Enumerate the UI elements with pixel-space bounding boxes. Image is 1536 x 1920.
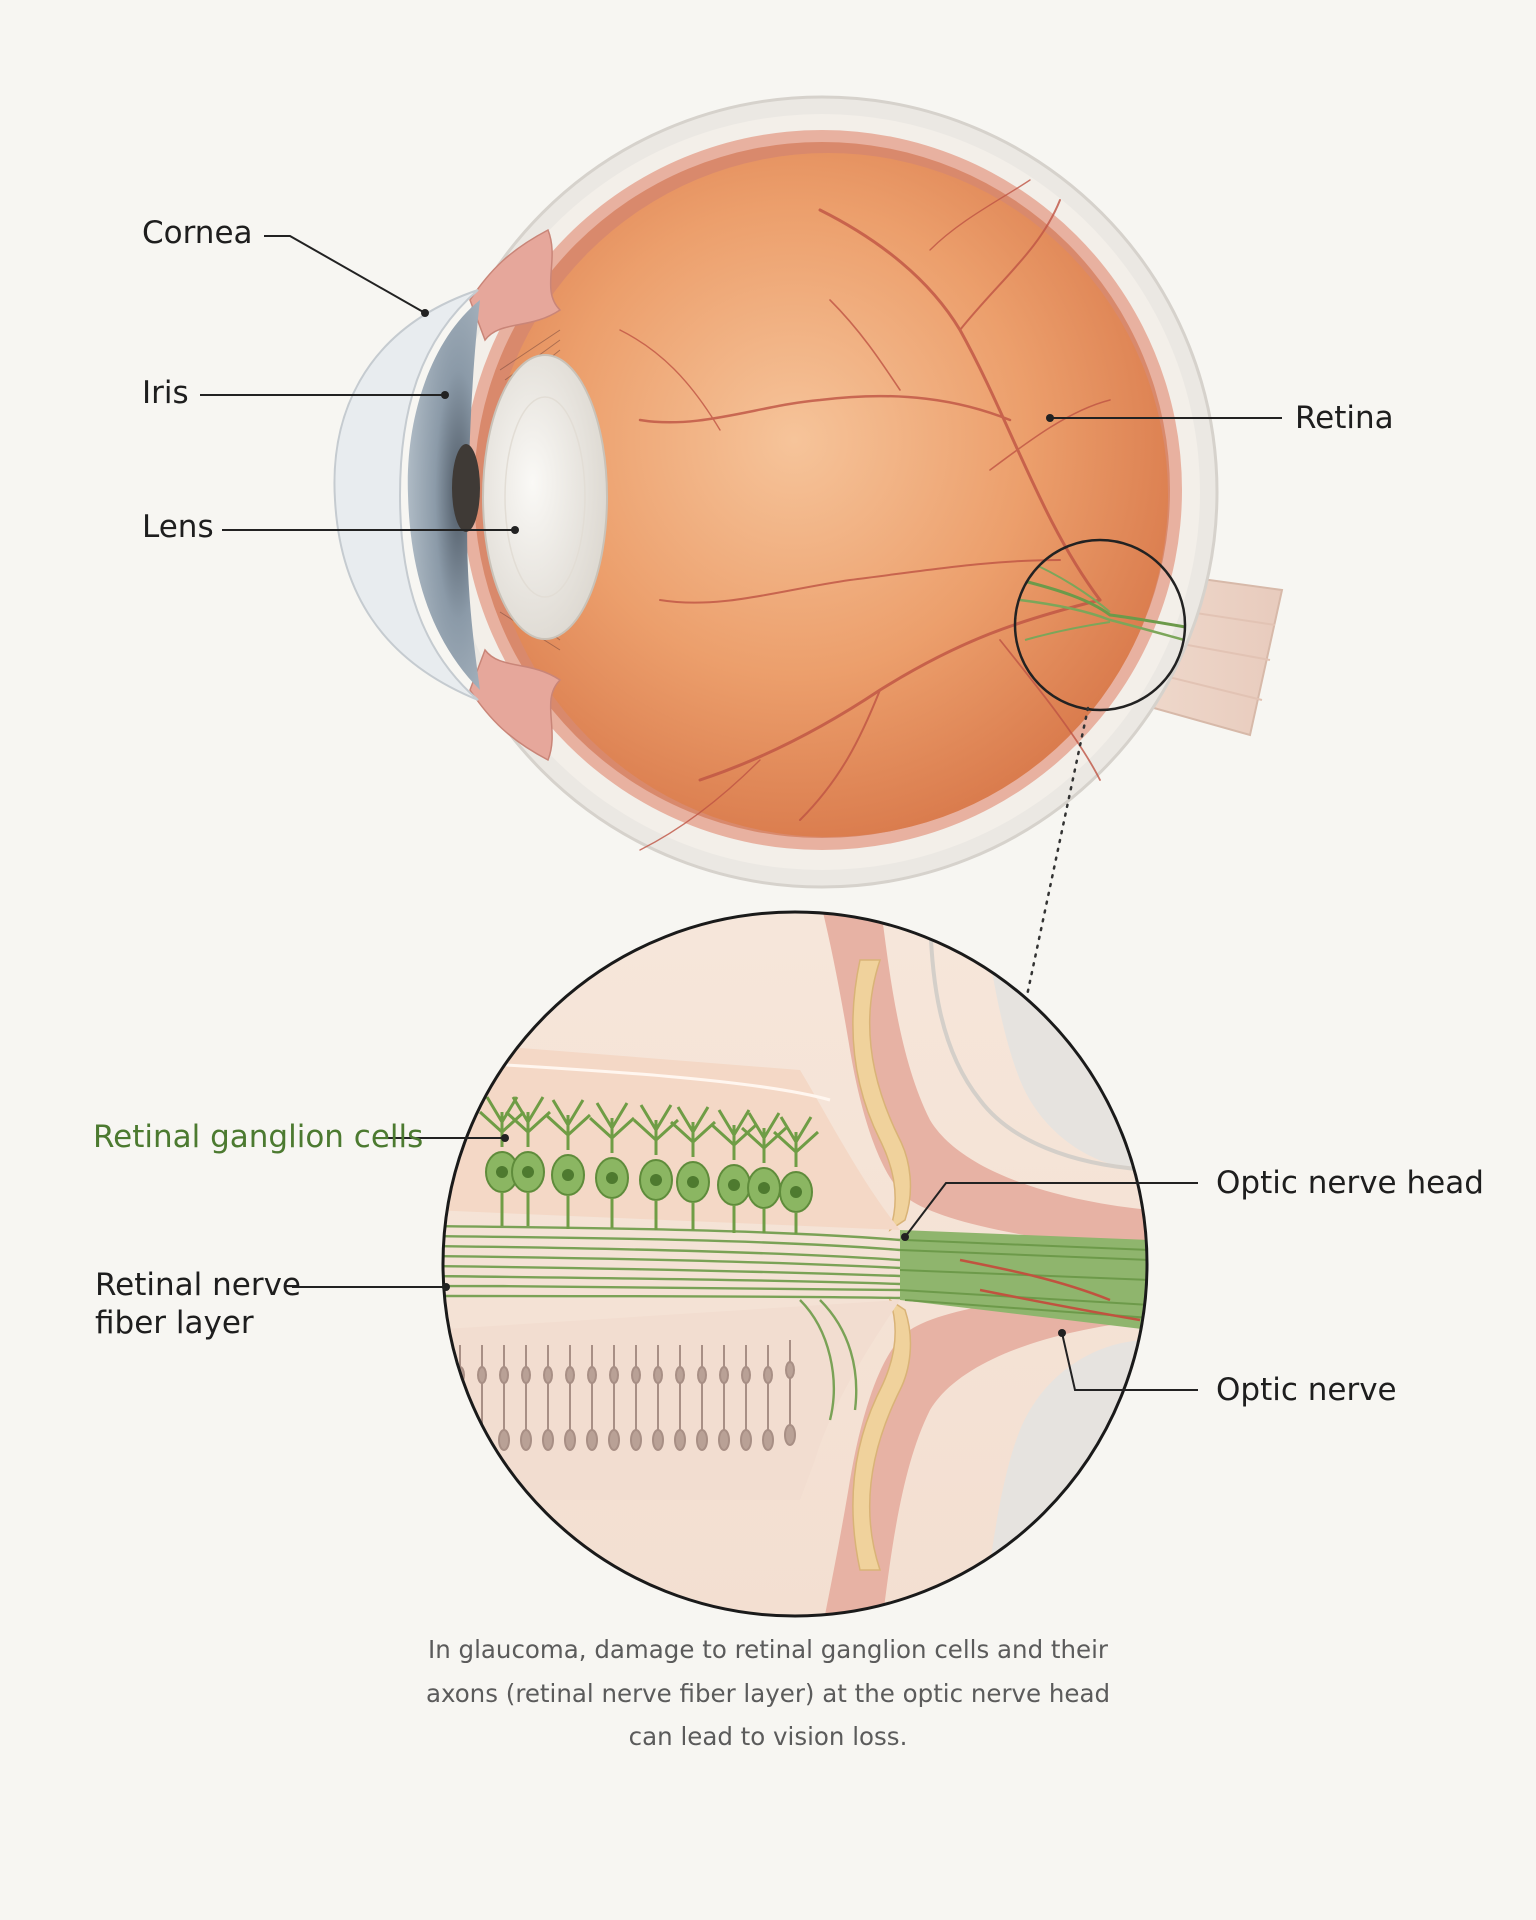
label-rnfl-line2: fiber layer: [95, 1305, 254, 1341]
retinal-nerve-fiber-layer: [443, 1224, 901, 1421]
leader-on: [1061, 1332, 1198, 1391]
label-rnfl-line1: Retinal nerve: [95, 1267, 301, 1303]
label-retinal-ganglion-cells: Retinal ganglion cells: [93, 1119, 424, 1155]
leader-onh: [904, 1182, 1198, 1238]
retinal-blood-vessels: [619, 179, 1111, 851]
label-iris: Iris: [142, 375, 189, 411]
zoomed-detail: [441, 910, 1149, 1618]
label-lens: Lens: [142, 509, 214, 545]
zoom-connector-line: [1023, 706, 1090, 1007]
label-optic-nerve: Optic nerve: [1216, 1372, 1397, 1408]
leader-cornea: [264, 235, 426, 314]
optic-disc-magnifier: [1013, 538, 1187, 712]
label-cornea: Cornea: [142, 215, 253, 251]
zoom-circle-outline: [441, 910, 1149, 1618]
iris-shape: [407, 300, 480, 690]
eyeball: [333, 95, 1284, 889]
pupil: [452, 444, 480, 532]
cornea-shape: [333, 289, 479, 701]
ciliary-body-lower: [469, 648, 562, 762]
leader-lines: [200, 235, 1282, 1391]
leader-dots: [421, 309, 1066, 1337]
label-retina: Retina: [1295, 400, 1394, 436]
vitreous-body: [488, 153, 1168, 837]
ganglion-cells: [478, 1096, 820, 1234]
label-optic-nerve-head: Optic nerve head: [1216, 1165, 1484, 1201]
caption: In glaucoma, damage to retinal ganglion …: [425, 1635, 1111, 1752]
lens-shape: [482, 354, 608, 640]
ciliary-body-upper: [469, 228, 562, 342]
